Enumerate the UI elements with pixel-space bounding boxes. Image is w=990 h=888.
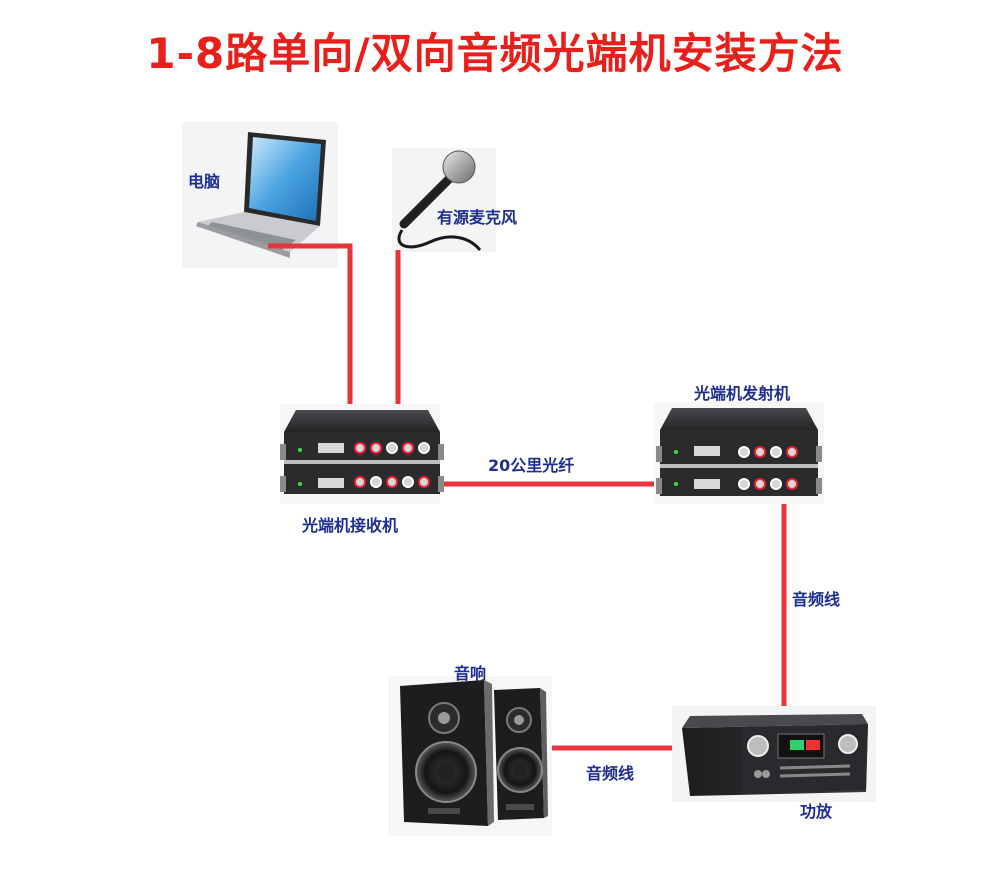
label-speaker: 音响 [454,664,487,683]
speaker-icon [388,676,552,836]
label-transmitter: 光端机发射机 [694,384,791,403]
amplifier-icon [672,706,876,802]
microphone-icon [392,148,496,252]
label-audio-cable-vertical: 音频线 [792,590,841,609]
label-computer: 电脑 [188,172,221,191]
label-audio-cable-horizontal: 音频线 [586,764,635,783]
optical-receiver-icon [280,404,444,504]
page-title: 1-8路单向/双向音频光端机安装方法 [146,29,844,78]
label-receiver: 光端机接收机 [302,516,399,535]
label-microphone: 有源麦克风 [437,208,518,227]
optical-transmitter-icon [654,402,824,504]
label-fiber: 20公里光纤 [488,456,575,475]
label-amplifier: 功放 [800,802,833,821]
audio-cables [268,243,787,751]
laptop-icon [182,122,338,268]
